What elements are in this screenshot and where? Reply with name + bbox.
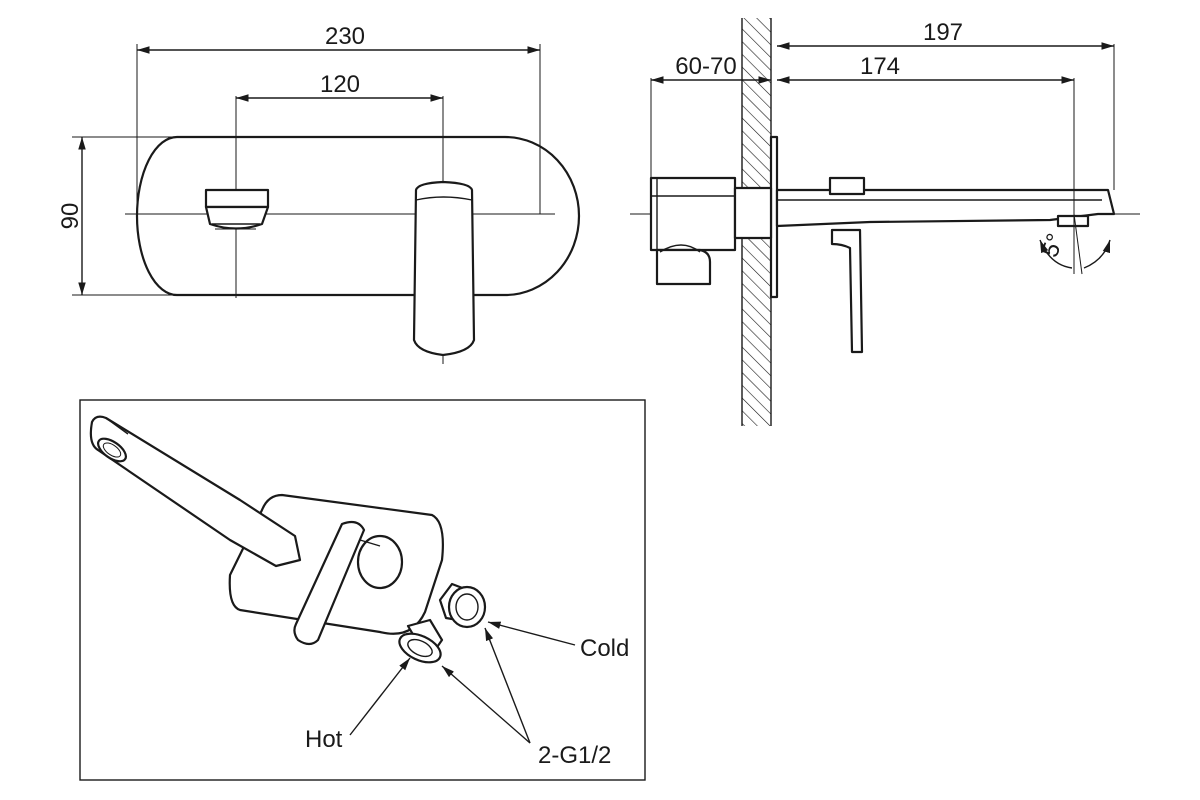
cover-plate xyxy=(135,135,581,297)
side-view: 5° 197 60-70 174 xyxy=(630,18,1140,426)
iso-hot-inlet xyxy=(398,618,444,664)
hot-label: Hot xyxy=(305,726,343,753)
iso-cold-inlet xyxy=(438,582,487,629)
dim-angle-label: 5° xyxy=(1036,230,1069,261)
thread-label: 2-G1/2 xyxy=(538,742,611,769)
dim-height-label: 90 xyxy=(57,203,84,230)
iso-frame xyxy=(79,399,646,781)
dim-wall-depth-label: 60-70 xyxy=(675,53,736,80)
concealed-body xyxy=(649,176,773,286)
spout-side xyxy=(775,188,1116,228)
handle-side xyxy=(828,176,866,354)
dim-total-label: 197 xyxy=(923,19,963,46)
cold-label: Cold xyxy=(580,635,629,662)
front-view: 230 120 90 xyxy=(57,23,581,364)
spout-outlet-front xyxy=(204,188,270,230)
dim-spacing-label: 120 xyxy=(320,71,360,98)
dim-spout-label: 174 xyxy=(860,53,900,80)
iso-handle xyxy=(293,520,404,646)
isometric-view: Cold Hot 2-G1/2 xyxy=(79,399,646,781)
dim-width-label: 230 xyxy=(325,23,365,50)
handle-front xyxy=(412,180,476,357)
iso-spout xyxy=(89,415,302,568)
